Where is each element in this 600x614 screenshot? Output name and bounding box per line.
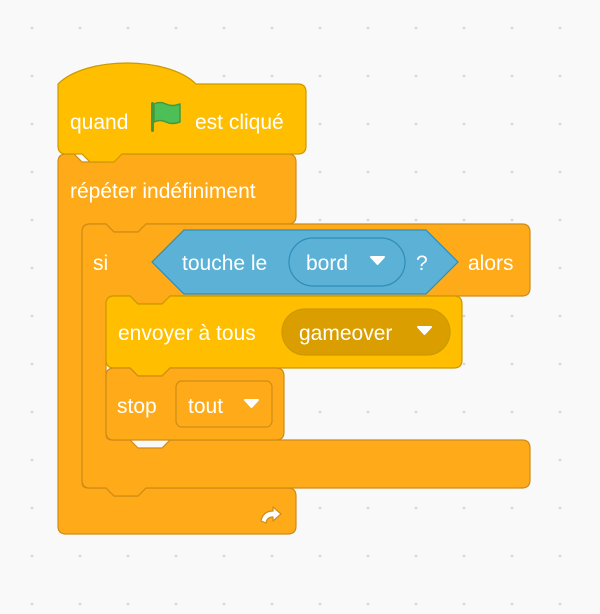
stop-block[interactable]: stop tout: [105, 367, 285, 441]
stop-option-value: tout: [188, 395, 223, 418]
touching-label: touche le: [182, 252, 267, 275]
broadcast-message-dropdown[interactable]: gameover: [281, 308, 451, 356]
broadcast-message-value: gameover: [299, 322, 392, 345]
forever-label: répéter indéfiniment: [70, 180, 256, 203]
then-label: alors: [468, 252, 514, 275]
if-label: si: [93, 252, 108, 275]
green-flag-icon: [151, 101, 181, 132]
question-mark-label: ?: [416, 252, 428, 275]
when-flag-clicked-block[interactable]: quand est cliqué: [57, 62, 307, 163]
stop-option-dropdown[interactable]: tout: [175, 380, 273, 428]
touching-target-dropdown[interactable]: bord: [288, 237, 406, 287]
broadcast-block[interactable]: envoyer à tous gameover: [105, 295, 463, 377]
broadcast-label: envoyer à tous: [118, 322, 256, 345]
dropdown-arrow-icon: [417, 326, 432, 335]
stop-label: stop: [117, 395, 157, 418]
touching-condition-block[interactable]: touche le bord ?: [151, 229, 459, 295]
dropdown-arrow-icon: [370, 256, 385, 265]
forever-block[interactable]: répéter indéfiniment: [57, 153, 297, 535]
touching-target-value: bord: [306, 252, 348, 275]
when-label: quand: [70, 111, 128, 134]
if-then-block[interactable]: si alors touche le bord ?: [81, 223, 531, 497]
clicked-label: est cliqué: [195, 111, 284, 134]
loop-arrow-icon: [260, 506, 282, 524]
dropdown-arrow-icon: [244, 399, 259, 408]
when-flag-clicked-shape[interactable]: [57, 62, 307, 163]
